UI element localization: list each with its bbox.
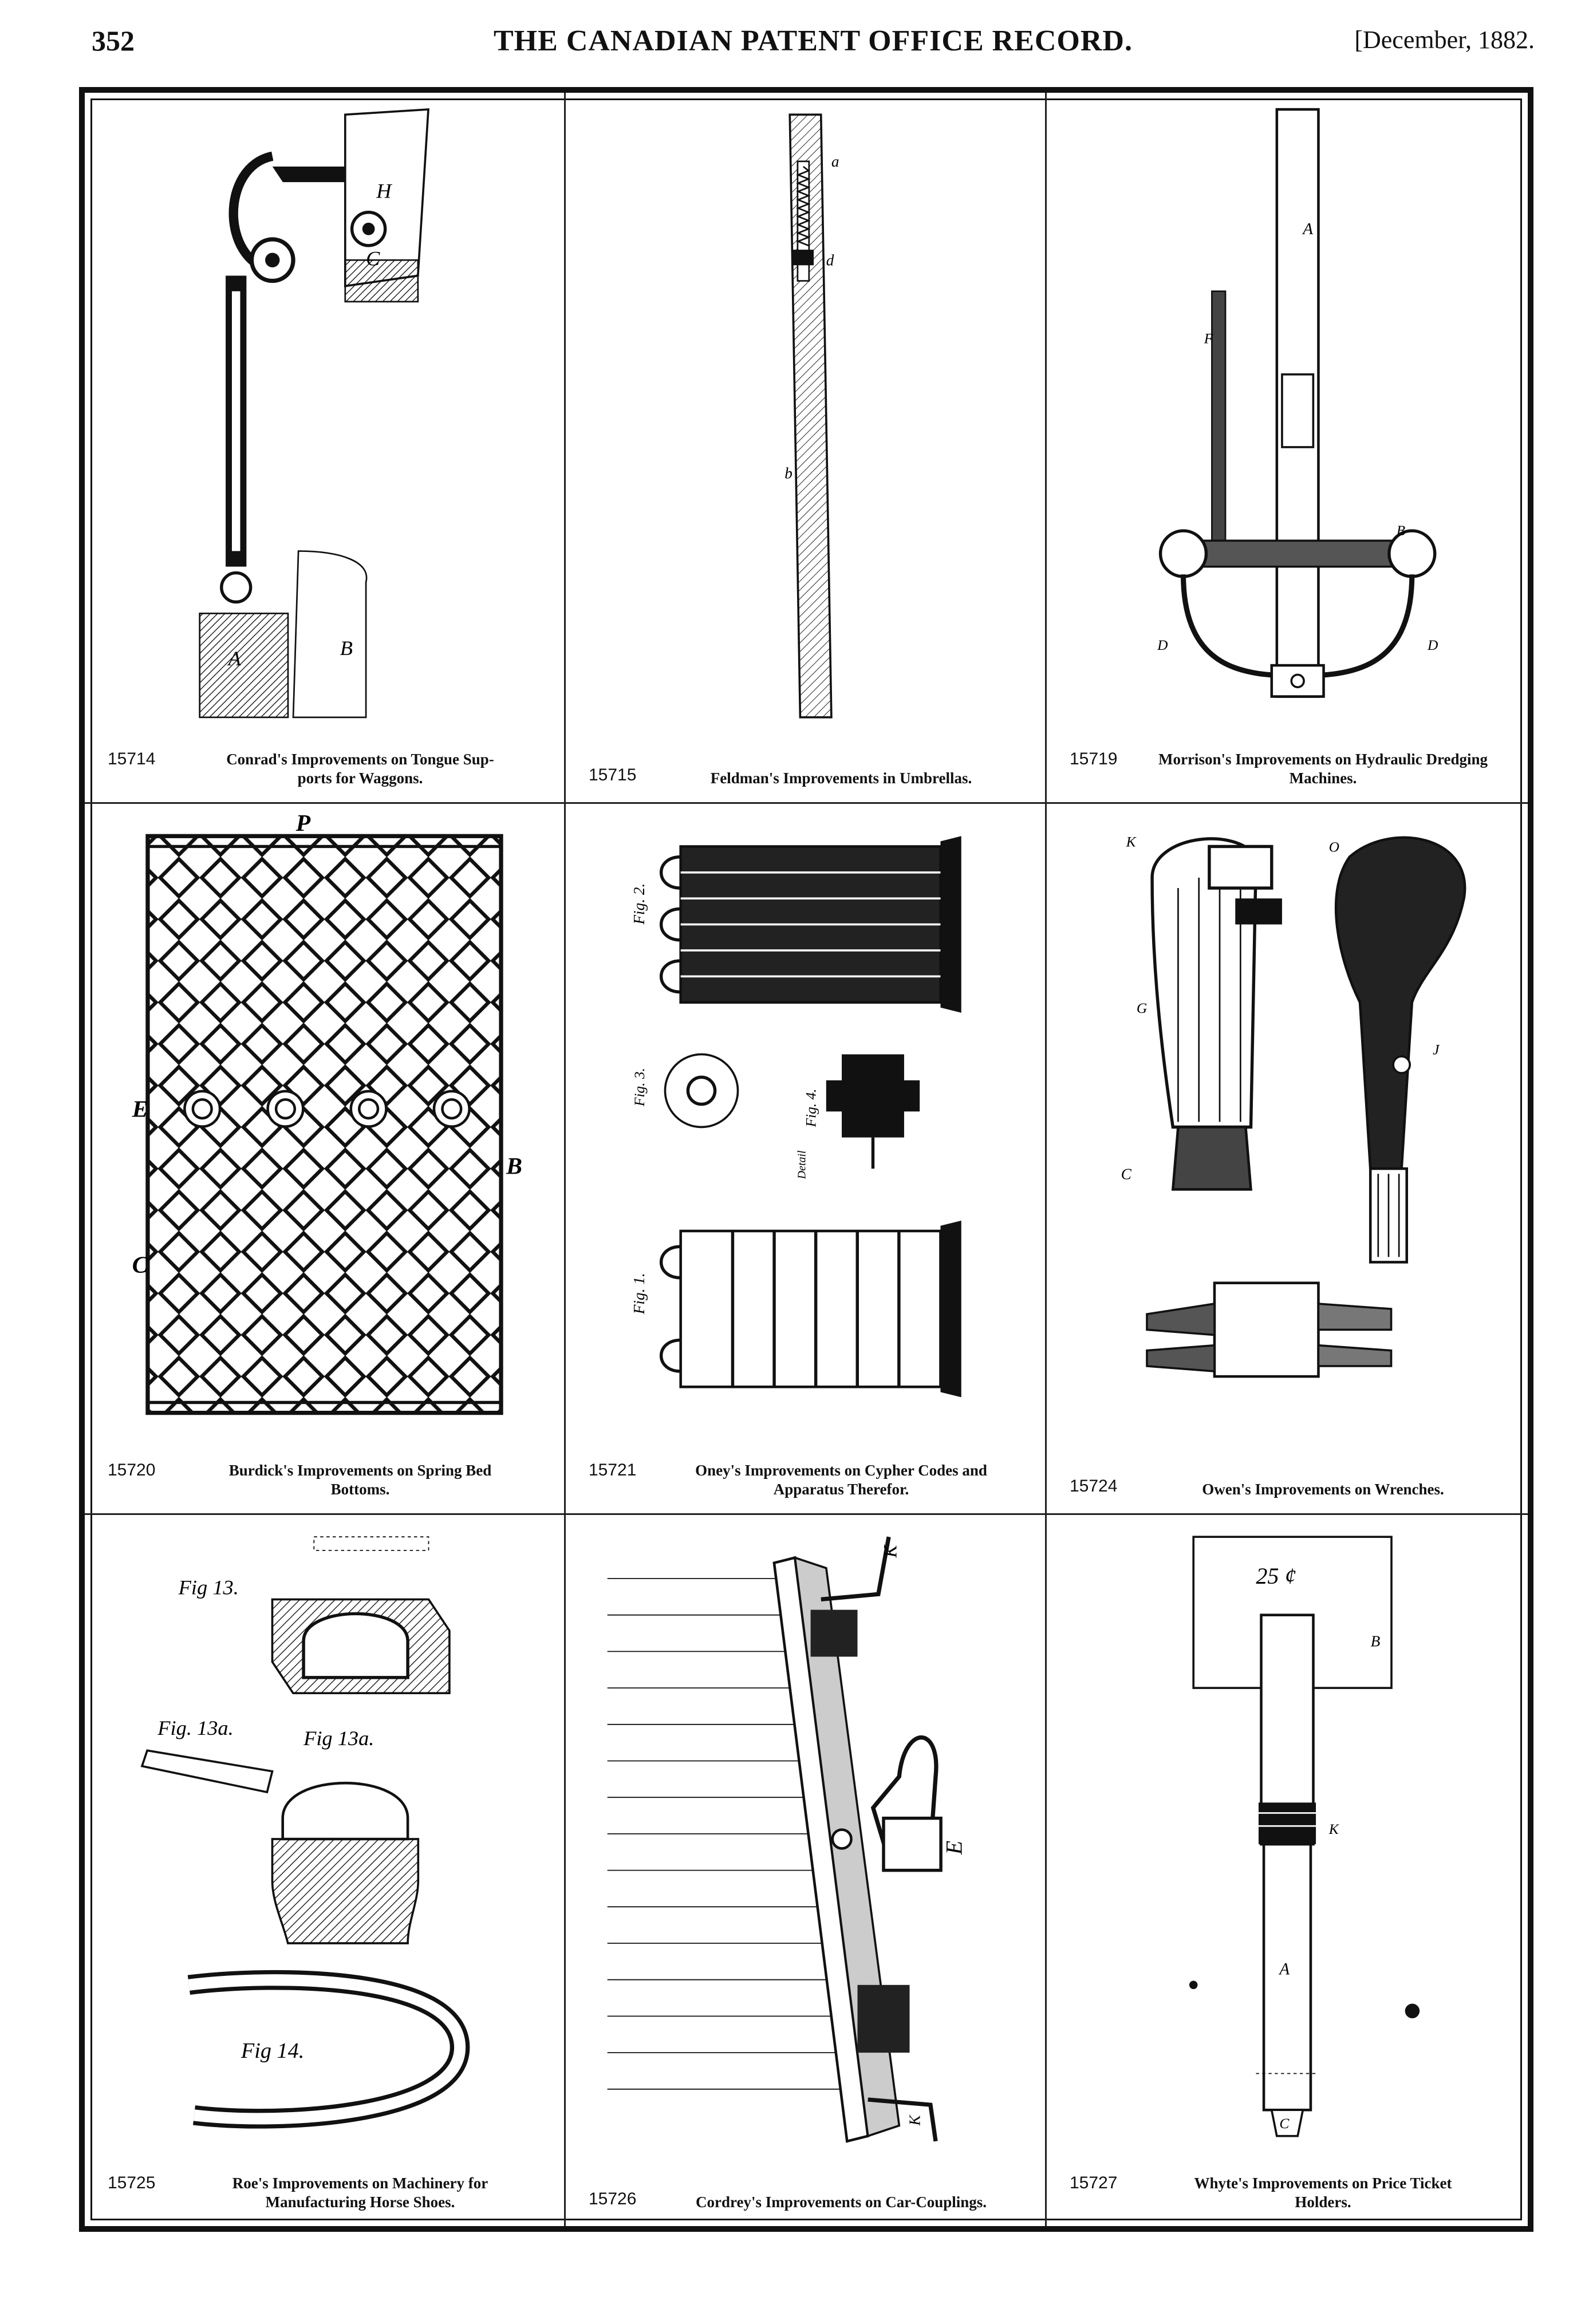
svg-text:D: D — [1157, 637, 1168, 653]
car-coupling-illustration: E K K — [607, 1536, 967, 2143]
svg-text:B: B — [1371, 1632, 1381, 1650]
tongue-support-illustration: H C B A — [199, 108, 429, 719]
cypher-code-illustration: Fig. 2. Fig. 3. Fig. 4. Detail — [630, 836, 961, 1398]
patent-cell-15724: K G C O J 15724 Owen's Improvements on W… — [1047, 804, 1528, 1515]
umbrella-illustration: a d b — [784, 113, 839, 719]
patent-caption-15725: 15725 Roe's Improvements on Machinery fo… — [108, 2155, 547, 2212]
patent-title: Owen's Improvements on Wrenches. — [1202, 1481, 1444, 1498]
patent-cell-15720: E B C P 15720 Burdick's Improvements on … — [85, 804, 566, 1515]
patent-number: 15727 — [1070, 2173, 1118, 2192]
journal-title: THE CANADIAN PATENT OFFICE RECORD. — [494, 25, 1133, 57]
svg-text:d: d — [826, 251, 834, 269]
dredging-machine-illustration: A F B D D — [1157, 108, 1438, 698]
issue-date: [December, 1882. — [1354, 26, 1535, 54]
whyte-price-label: 25 ¢ — [1256, 1563, 1296, 1589]
svg-text:K: K — [906, 2114, 924, 2126]
svg-text:G: G — [1137, 1000, 1147, 1016]
svg-text:O: O — [1329, 839, 1339, 855]
patent-drawing-15714: H C B A — [96, 104, 553, 728]
svg-text:b: b — [784, 464, 792, 482]
patent-number: 15715 — [589, 766, 637, 784]
svg-text:B: B — [1397, 523, 1406, 539]
roe-fig13-label: Fig 13. — [178, 1576, 239, 1599]
patent-number: 15714 — [108, 749, 156, 768]
patent-caption-15714: 15714 Conrad's Improvements on Tongue Su… — [108, 731, 547, 788]
svg-text:A: A — [227, 647, 242, 670]
roe-fig13a-right-label: Fig 13a. — [303, 1727, 374, 1750]
patent-drawing-15725: Fig 13. Fig. 13a. Fig 13a. Fig 14. — [96, 1526, 553, 2152]
patent-number: 15725 — [108, 2173, 156, 2192]
patent-caption-15715: 15715 Feldman's Improvements in Umbrella… — [589, 731, 1028, 788]
patent-number: 15721 — [589, 1461, 637, 1479]
svg-text:F: F — [1204, 330, 1213, 346]
spring-bed-illustration: E B C P — [132, 815, 522, 1415]
patent-title: Whyte's Improvements on Price Ticket Hol… — [1194, 2174, 1452, 2211]
patent-drawing-15719: A F B D D — [1058, 104, 1516, 728]
patent-cell-15714: H C B A 15714 Conrad's Improvements on T… — [85, 93, 566, 804]
svg-text:K: K — [1126, 834, 1137, 850]
patent-drawing-15721: Fig. 2. Fig. 3. Fig. 4. Detail — [577, 815, 1034, 1439]
svg-text:A: A — [1302, 220, 1313, 238]
svg-text:C: C — [1279, 2115, 1290, 2132]
oney-fig1-label: Fig. 1. — [630, 1273, 648, 1315]
patent-cell-15727: 25 ¢ B K A C 15727 Why — [1047, 1515, 1528, 2226]
svg-text:K: K — [1328, 1821, 1340, 1837]
patent-title: Morrison's Improvements on Hydraulic Dre… — [1158, 750, 1488, 787]
patent-drawing-15724: K G C O J — [1058, 815, 1516, 1439]
patent-number: 15726 — [589, 2189, 637, 2208]
svg-text:A: A — [1278, 1960, 1290, 1979]
svg-text:a: a — [831, 153, 839, 170]
patent-number: 15720 — [108, 1461, 156, 1479]
patent-number: 15719 — [1070, 749, 1118, 768]
patent-caption-15719: 15719 Morrison's Improvements on Hydraul… — [1070, 731, 1511, 788]
svg-text:E: E — [132, 1096, 148, 1122]
patent-title: Oney's Improvements on Cypher Codes and … — [695, 1461, 987, 1498]
svg-text:B: B — [340, 637, 353, 660]
patent-caption-15721: 15721 Oney's Improvements on Cypher Code… — [589, 1442, 1028, 1500]
patent-drawing-15727: 25 ¢ B K A C — [1058, 1526, 1516, 2152]
svg-text:D: D — [1427, 637, 1438, 653]
patent-cell-15721: Fig. 2. Fig. 3. Fig. 4. Detail — [566, 804, 1047, 1515]
svg-text:C: C — [1121, 1165, 1132, 1182]
patent-cell-15719: A F B D D 15719 Morrison's Improvements … — [1047, 93, 1528, 804]
patent-caption-15726: 15726 Cordrey's Improvements on Car-Coup… — [589, 2155, 1028, 2212]
patent-caption-15720: 15720 Burdick's Improvements on Spring B… — [108, 1442, 547, 1500]
page-header: 352 THE CANADIAN PATENT OFFICE RECORD. [… — [92, 24, 1535, 64]
oney-detail-label: Detail — [796, 1150, 809, 1179]
patent-drawing-15715: a d b — [577, 104, 1034, 728]
svg-text:C: C — [366, 247, 380, 270]
patent-title: Cordrey's Improvements on Car-Couplings. — [695, 2193, 987, 2211]
patent-cell-15726: E K K 15726 Cordrey's Improvements on Ca… — [566, 1515, 1047, 2226]
oney-fig3-label: Fig. 3. — [632, 1068, 648, 1107]
patent-drawing-15720: E B C P — [96, 815, 553, 1439]
svg-text:J: J — [1433, 1041, 1440, 1058]
patent-caption-15727: 15727 Whyte's Improvements on Price Tick… — [1070, 2155, 1511, 2212]
svg-text:E: E — [941, 1841, 967, 1855]
oney-fig4-label: Fig. 4. — [803, 1088, 819, 1127]
price-ticket-holder-illustration: 25 ¢ B K A C — [1189, 1536, 1420, 2137]
patent-title: Burdick's Improvements on Spring Bed Bot… — [228, 1461, 492, 1498]
roe-fig13a-left-label: Fig. 13a. — [157, 1717, 233, 1739]
patent-cell-15715: a d b 15715 Feldman's Improvements in Um… — [566, 93, 1047, 804]
patent-title: Feldman's Improvements in Umbrellas. — [710, 770, 972, 787]
patent-number: 15724 — [1070, 1477, 1118, 1496]
svg-text:H: H — [376, 179, 392, 202]
patent-caption-15724: 15724 Owen's Improvements on Wrenches. — [1070, 1442, 1511, 1500]
roe-fig14-label: Fig 14. — [240, 2039, 304, 2063]
horse-shoe-machinery-illustration: Fig 13. Fig. 13a. Fig 13a. Fig 14. — [140, 1536, 470, 2129]
patent-drawing-15726: E K K — [577, 1526, 1034, 2152]
wrench-illustration: K G C O J — [1121, 834, 1466, 1378]
plate-inner-border — [90, 98, 1522, 2220]
patent-title: Roe's Improvements on Machinery for Manu… — [232, 2174, 488, 2211]
svg-text:B: B — [506, 1153, 522, 1179]
oney-fig2-label: Fig. 2. — [630, 883, 648, 925]
svg-text:K: K — [881, 1544, 901, 1558]
page-number: 352 — [92, 25, 135, 57]
svg-text:P: P — [295, 815, 311, 837]
patent-cell-15725: Fig 13. Fig. 13a. Fig 13a. Fig 14. 15725… — [85, 1515, 566, 2226]
svg-text:C: C — [132, 1252, 149, 1279]
patent-title: Conrad's Improvements on Tongue Sup- por… — [226, 750, 494, 787]
plate-frame: H C B A 15714 Conrad's Improvements on T… — [79, 87, 1533, 2232]
patent-grid: H C B A 15714 Conrad's Improvements on T… — [85, 93, 1528, 2226]
